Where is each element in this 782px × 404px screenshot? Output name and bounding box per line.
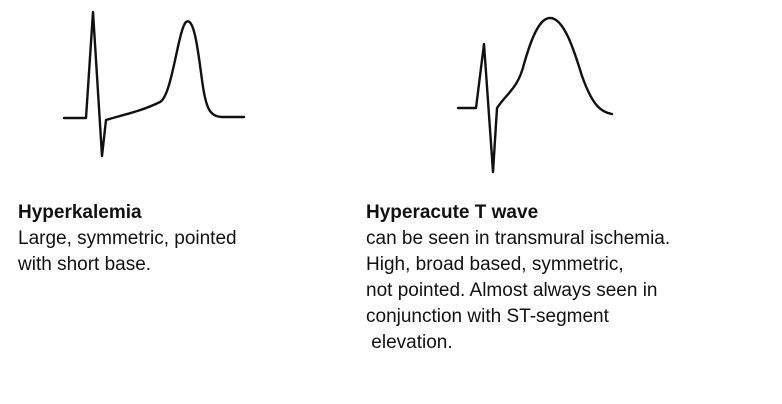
hyperkalemia-description-line: Large, symmetric, pointed <box>18 228 237 249</box>
hyperacute-ecg-trace <box>456 16 614 174</box>
hyperacute-description-line: High, broad based, symmetric, <box>366 254 624 275</box>
hyperkalemia-description-line: with short base. <box>18 254 152 275</box>
hyperacute-description-line: elevation. <box>366 332 453 353</box>
hyperkalemia-caption: Hyperkalemia Large, symmetric, pointed w… <box>18 200 237 278</box>
hyperacute-description-line: can be seen in transmural ischemia. <box>366 228 671 249</box>
hyperkalemia-ecg-trace <box>62 10 246 158</box>
hyperacute-description-line: conjunction with ST-segment <box>366 306 609 327</box>
hyperacute-caption: Hyperacute T wave can be seen in transmu… <box>366 200 670 356</box>
hyperacute-description-line: not pointed. Almost always seen in <box>366 280 658 301</box>
hyperkalemia-title: Hyperkalemia <box>18 202 142 223</box>
hyperacute-title: Hyperacute T wave <box>366 202 539 223</box>
